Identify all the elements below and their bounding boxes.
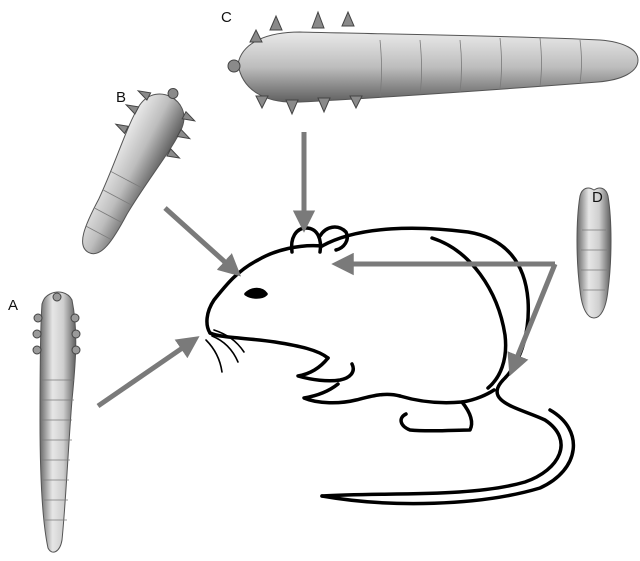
label-a: A	[8, 297, 18, 314]
label-c: C	[221, 9, 232, 26]
label-d: D	[592, 189, 603, 206]
mite-a-icon	[33, 292, 80, 552]
mite-c-icon	[228, 12, 638, 114]
arrows	[98, 132, 555, 406]
mite-b-icon	[57, 72, 207, 269]
label-b: B	[116, 89, 126, 106]
arrow-b-to-head	[165, 208, 236, 272]
arrow-a-to-snout	[98, 340, 194, 406]
mite-d-icon	[577, 188, 611, 318]
arrow-d-to-rump	[512, 264, 555, 370]
mouse-outline-icon	[206, 227, 573, 504]
